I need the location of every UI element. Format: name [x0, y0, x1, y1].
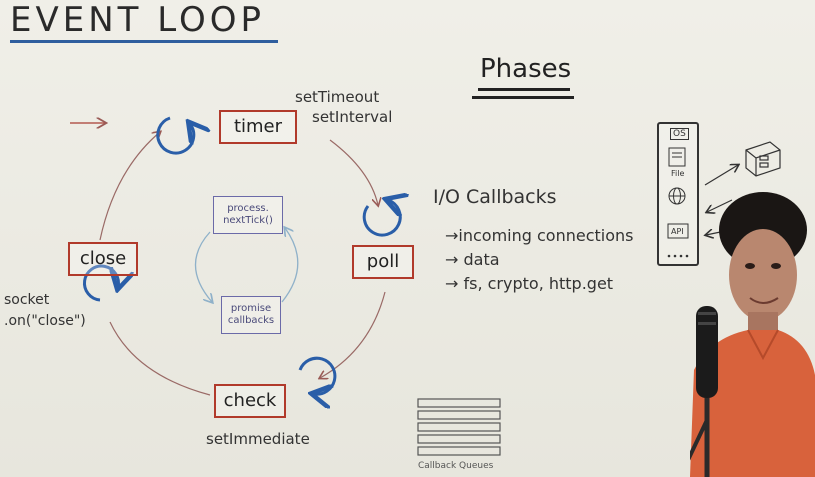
os-server-panel: OS File API [657, 122, 699, 266]
phase-close: close [68, 242, 138, 276]
promise-queue: promise callbacks [221, 296, 281, 334]
inner-arc-right [281, 228, 299, 303]
promise-line1: promise [230, 302, 272, 314]
presenter-image [690, 192, 815, 477]
phases-heading: Phases [480, 54, 572, 84]
title-underline [10, 40, 278, 43]
socket-note-line1: socket [4, 292, 50, 308]
server-icons [667, 147, 689, 258]
callback-queue-stack [417, 398, 501, 456]
timer-api-settimeout: setTimeout [295, 88, 380, 106]
timer-loop-icon [156, 116, 194, 155]
arc-close-to-timer [99, 132, 160, 241]
next-tick-line2: nextTick() [223, 215, 273, 226]
phase-timer: timer [219, 110, 297, 144]
inner-arc-left [194, 231, 212, 302]
promise-line2: callbacks [227, 315, 275, 326]
phases-underline [478, 88, 570, 91]
io-item-connections: →incoming connections [445, 226, 634, 245]
arc-timer-to-poll [329, 139, 378, 205]
set-immediate-note: setImmediate [206, 430, 310, 448]
arc-check-to-close [109, 321, 211, 396]
check-loop-icon [298, 356, 337, 394]
arc-poll-to-check [320, 291, 386, 378]
next-tick-line1: process. [227, 202, 269, 214]
callback-queues-label: Callback Queues [418, 461, 494, 471]
os-label: OS [670, 128, 689, 140]
phases-underline-2 [472, 96, 574, 99]
phase-check: check [214, 384, 286, 418]
storage-cube-icon [745, 141, 781, 177]
socket-note-line2: .on("close") [4, 313, 86, 329]
timer-api-setinterval: setInterval [312, 108, 393, 126]
api-label: API [671, 227, 684, 236]
io-item-data: → data [445, 250, 500, 269]
file-label: File [671, 169, 685, 178]
next-tick-queue: process. nextTick() [213, 196, 283, 234]
io-item-fs: → fs, crypto, http.get [445, 274, 614, 293]
page-title: EVENT LOOP [10, 0, 265, 40]
poll-loop-icon [362, 200, 400, 237]
phase-poll: poll [352, 245, 414, 279]
io-callbacks-heading: I/O Callbacks [433, 186, 557, 208]
